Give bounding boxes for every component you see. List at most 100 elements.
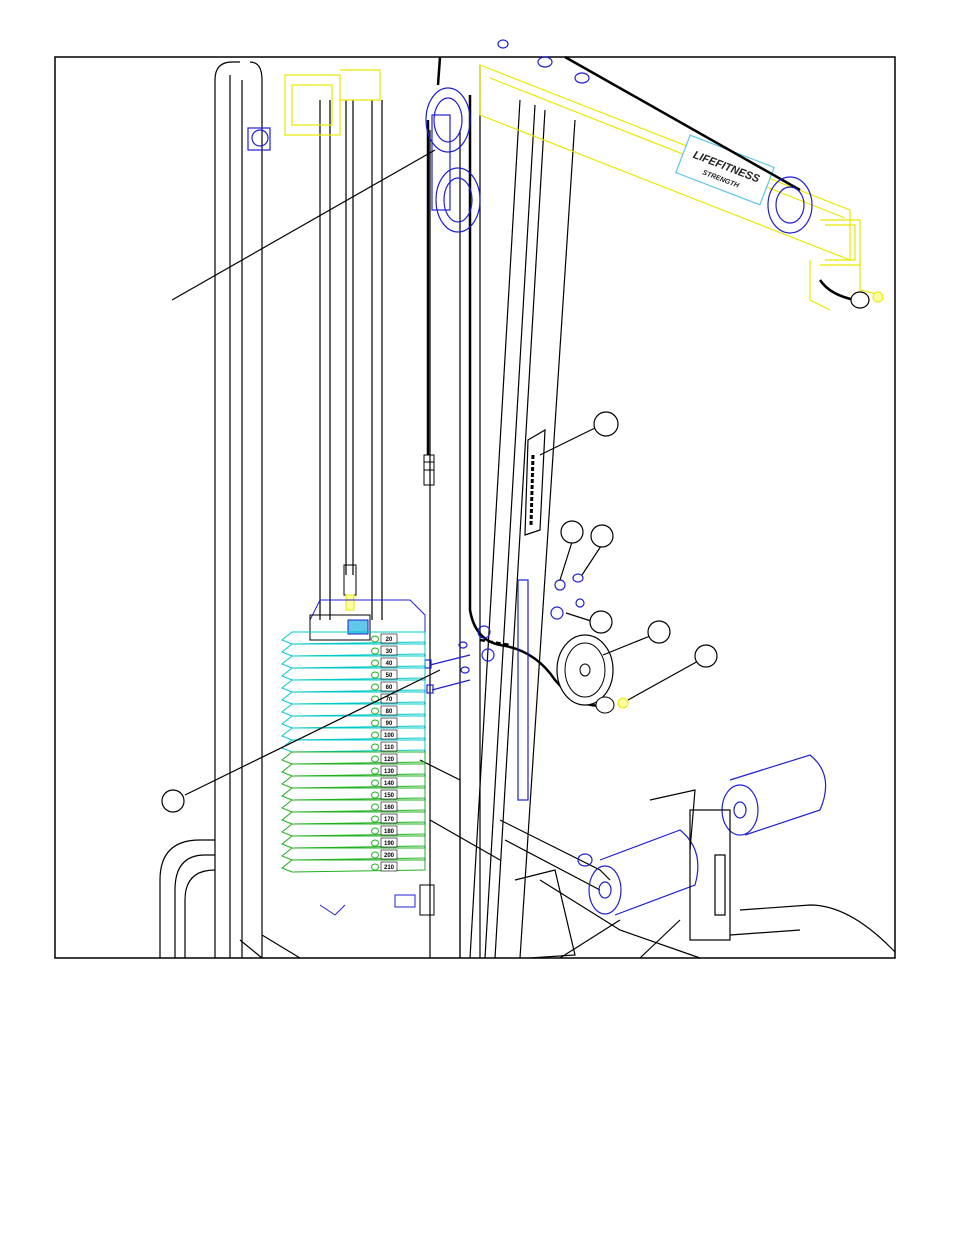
leader-lines <box>171 149 701 796</box>
pin-hole <box>371 779 379 787</box>
weight-label: 100 <box>384 733 395 739</box>
pin-hole <box>371 683 379 691</box>
weight-label: 110 <box>384 745 394 751</box>
callout-1 <box>593 411 619 437</box>
weight-plate <box>281 811 426 825</box>
weight-label: 70 <box>386 697 393 703</box>
bolt-head <box>554 579 566 591</box>
weight-plate <box>281 751 426 765</box>
weight-label: 190 <box>384 841 395 847</box>
brand-plate: LIFEFITNESS STRENGTH <box>675 134 775 206</box>
pin-hole <box>371 839 379 847</box>
weight-label-box <box>380 657 398 668</box>
weight-plate <box>281 715 426 729</box>
weight-stack: 2030405060708090100110120130140150160170… <box>281 599 435 916</box>
pin-hole <box>371 731 379 739</box>
pin-hole <box>371 671 379 679</box>
pin-hole <box>371 767 379 775</box>
weight-label-box <box>380 645 398 656</box>
callout-3 <box>590 524 614 548</box>
weight-plate <box>281 775 426 789</box>
weight-label: 60 <box>386 685 393 691</box>
weight-label-box <box>380 801 398 812</box>
weight-plate <box>281 739 426 753</box>
weight-plate <box>281 787 426 801</box>
weight-label-box <box>380 837 398 848</box>
weight-label-box <box>380 633 398 644</box>
pin-hole <box>371 815 379 823</box>
weight-label: 170 <box>384 817 395 823</box>
weight-label: 40 <box>386 661 393 667</box>
pin-hole <box>371 719 379 727</box>
weight-plate <box>281 823 426 837</box>
lower-pulley <box>435 167 481 233</box>
pulleys <box>247 39 813 234</box>
callout-7 <box>161 789 185 813</box>
upper-pulley <box>425 87 471 153</box>
callout-4 <box>589 610 613 634</box>
weight-plate <box>281 763 426 777</box>
weight-label-box <box>380 777 398 788</box>
weight-label: 90 <box>386 721 393 727</box>
machine-frame <box>159 61 896 959</box>
weight-label: 140 <box>384 781 395 787</box>
arm-handle-end <box>850 291 884 309</box>
weight-label-box <box>380 681 398 692</box>
weight-label-box <box>380 789 398 800</box>
weight-label-box <box>380 813 398 824</box>
weight-label-box <box>380 717 398 728</box>
weight-label-box <box>380 849 398 860</box>
callout-circles <box>161 411 718 813</box>
drawing-border <box>54 56 896 959</box>
weight-label: 130 <box>384 769 395 775</box>
weight-label: 20 <box>386 637 393 643</box>
weight-plate <box>281 835 426 849</box>
weight-plate <box>281 727 426 741</box>
nut <box>572 573 584 583</box>
callout-5 <box>647 620 671 644</box>
weight-plate <box>281 703 426 717</box>
weight-plates: 2030405060708090100110120130140150160170… <box>281 631 426 873</box>
weight-label-box <box>380 741 398 752</box>
weight-plate <box>281 631 426 645</box>
pin-hole <box>371 707 379 715</box>
weight-plate <box>281 799 426 813</box>
callout-6 <box>694 644 718 668</box>
weight-label-box <box>380 861 398 872</box>
arm-pulley <box>767 176 813 234</box>
cable-connector <box>343 454 435 611</box>
pulley-wheel <box>556 634 629 714</box>
weight-label-box <box>380 765 398 776</box>
weight-plate <box>281 643 426 657</box>
weight-plate <box>281 859 426 873</box>
weight-label-box <box>380 753 398 764</box>
weight-label: 160 <box>384 805 395 811</box>
weight-label: 30 <box>386 649 393 655</box>
weight-label: 120 <box>384 757 395 763</box>
leg-adjust-post <box>514 789 731 959</box>
pin-hole <box>371 635 379 643</box>
pin-hole <box>371 851 379 859</box>
instruction-placard <box>524 428 546 536</box>
pin-hole <box>371 647 379 655</box>
weight-label-box <box>380 705 398 716</box>
weight-plate <box>281 655 426 669</box>
weight-label: 200 <box>384 853 395 859</box>
pin-hole <box>371 743 379 751</box>
weight-plate <box>281 847 426 861</box>
weight-plate <box>281 667 426 681</box>
pin-hole <box>371 827 379 835</box>
weight-label-box <box>380 729 398 740</box>
cables <box>426 55 856 707</box>
pin-hole <box>371 791 379 799</box>
lower-pulley-hardware <box>424 573 585 801</box>
weight-label: 80 <box>386 709 393 715</box>
weight-label: 150 <box>384 793 395 799</box>
leg-rollers <box>577 754 827 916</box>
weight-plate <box>281 679 426 693</box>
pin-hole <box>371 659 379 667</box>
washer <box>550 606 564 620</box>
weight-label-box <box>380 825 398 836</box>
weight-plate <box>281 691 426 705</box>
